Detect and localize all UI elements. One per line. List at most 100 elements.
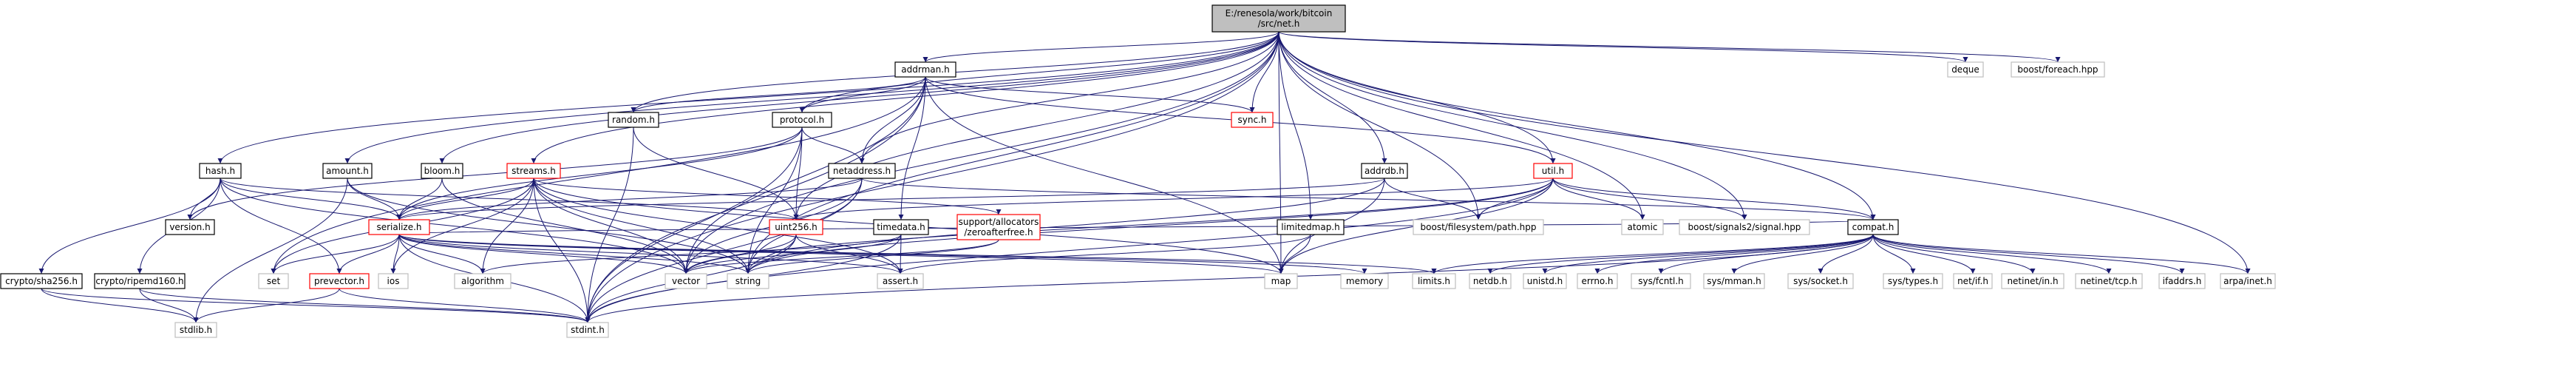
node-sync-box xyxy=(1231,112,1274,128)
node-netaddress[interactable]: netaddress.h xyxy=(828,163,896,179)
node-boost-fs-path-label: boost/filesystem/path.hpp xyxy=(1421,222,1537,232)
node-stdint-label: stdint.h xyxy=(571,325,605,335)
node-random[interactable]: random.h xyxy=(608,112,659,128)
edge-root-to-sync xyxy=(1249,31,1279,113)
edge-random-to-stdint xyxy=(585,127,634,323)
node-sync[interactable]: sync.h xyxy=(1231,112,1274,128)
node-amount[interactable]: amount.h xyxy=(322,163,373,179)
node-atomic-box xyxy=(1621,219,1664,235)
node-root-net-h[interactable]: E:/renesola/work/bitcoin/src/net.h xyxy=(1211,4,1346,33)
node-map-label: map xyxy=(1271,276,1291,286)
node-util-label: util.h xyxy=(1542,166,1564,176)
edge-crypto-ripemd160-to-stdint xyxy=(139,288,591,323)
node-limits[interactable]: limits.h xyxy=(1412,273,1456,289)
node-serialize[interactable]: serialize.h xyxy=(368,219,430,235)
node-sys-fcntl[interactable]: sys/fcntl.h xyxy=(1631,273,1691,289)
node-set[interactable]: set xyxy=(258,273,289,289)
edge-addrdb-to-boost-fs-path xyxy=(1384,178,1481,220)
node-timedata[interactable]: timedata.h xyxy=(873,219,929,235)
node-boost-foreach[interactable]: boost/foreach.hpp xyxy=(2011,61,2105,78)
node-boost-signals2[interactable]: boost/signals2/signal.hpp xyxy=(1679,219,1810,235)
edge-addrdb-to-string xyxy=(745,178,1385,274)
edge-serialize-to-algorithm xyxy=(398,234,486,274)
edge-protocol-to-serialize xyxy=(396,127,803,220)
node-assert[interactable]: assert.h xyxy=(877,273,924,289)
node-prevector[interactable]: prevector.h xyxy=(309,273,370,289)
node-util[interactable]: util.h xyxy=(1533,163,1573,179)
node-deque-label: deque xyxy=(1951,64,1979,75)
edge-hash-to-crypto-sha256 xyxy=(38,178,221,274)
node-amount-box xyxy=(322,163,373,179)
edge-util-to-vector xyxy=(683,178,1554,274)
node-map[interactable]: map xyxy=(1264,273,1298,289)
node-addrman[interactable]: addrman.h xyxy=(894,61,956,78)
node-set-box xyxy=(258,273,289,289)
node-arpa-inet[interactable]: arpa/inet.h xyxy=(2220,273,2276,289)
node-layer: E:/renesola/work/bitcoin/src/net.h deque b… xyxy=(0,4,2276,338)
edge-addrman-to-sync xyxy=(925,76,1255,113)
edge-support-alloc-1-to-vector xyxy=(683,239,999,274)
node-stdlib[interactable]: stdlib.h xyxy=(174,322,217,338)
node-crypto-sha256-label: crypto/sha256.h xyxy=(5,276,78,286)
edge-root-to-limitedmap xyxy=(1278,31,1314,220)
node-stdlib-box xyxy=(174,322,217,338)
node-sys-types[interactable]: sys/types.h xyxy=(1883,273,1943,289)
edge-protocol-to-string xyxy=(745,127,803,274)
node-netdb[interactable]: netdb.h xyxy=(1469,273,1512,289)
edge-root-to-addrdb xyxy=(1278,31,1387,164)
node-ifaddrs[interactable]: ifaddrs.h xyxy=(2158,273,2206,289)
node-unistd[interactable]: unistd.h xyxy=(1523,273,1567,289)
node-netinet-tcp[interactable]: netinet/tcp.h xyxy=(2075,273,2143,289)
edge-amount-to-stdlib xyxy=(193,178,348,323)
node-sys-socket[interactable]: sys/socket.h xyxy=(1787,273,1854,289)
edge-root-to-atomic xyxy=(1278,31,1645,220)
edge-root-to-hash xyxy=(217,31,1279,164)
node-hash[interactable]: hash.h xyxy=(199,163,242,179)
node-protocol-box xyxy=(772,112,832,128)
node-netinet-in[interactable]: netinet/in.h xyxy=(2001,273,2064,289)
node-errno[interactable]: errno.h xyxy=(1577,273,1618,289)
node-crypto-ripemd160[interactable]: crypto/ripemd160.h xyxy=(94,273,186,289)
node-addrdb[interactable]: addrdb.h xyxy=(1361,163,1408,179)
node-vector[interactable]: vector xyxy=(665,273,707,289)
node-ios[interactable]: ios xyxy=(378,273,409,289)
edge-timedata-to-assert xyxy=(897,234,903,274)
edge-streams-to-ios xyxy=(390,178,534,274)
node-net-if[interactable]: net/if.h xyxy=(1953,273,1993,289)
node-random-label: random.h xyxy=(612,115,655,125)
node-net-if-label: net/if.h xyxy=(1957,276,1988,286)
node-string[interactable]: string xyxy=(727,273,769,289)
edge-compat-to-sys-socket xyxy=(1818,234,1874,274)
node-algorithm[interactable]: algorithm xyxy=(454,273,512,289)
edge-crypto-sha256-to-stdlib xyxy=(41,288,199,323)
edge-protocol-to-uint256 xyxy=(793,127,803,220)
edge-root-to-addrman xyxy=(922,31,1279,63)
node-sys-mman[interactable]: sys/mman.h xyxy=(1703,273,1765,289)
node-protocol-label: protocol.h xyxy=(780,115,824,125)
node-limitedmap[interactable]: limitedmap.h xyxy=(1277,219,1345,235)
edge-root-to-uint256 xyxy=(793,31,1279,220)
node-netinet-in-label: netinet/in.h xyxy=(2007,276,2058,286)
edge-prevector-to-stdlib xyxy=(193,288,340,323)
edge-addrman-to-protocol xyxy=(799,76,926,113)
node-crypto-sha256[interactable]: crypto/sha256.h xyxy=(0,273,83,289)
node-bloom[interactable]: bloom.h xyxy=(421,163,463,179)
node-support-allocators-zeroafterfree[interactable]: support/allocators/zeroafterfree.h xyxy=(956,214,1041,240)
node-streams[interactable]: streams.h xyxy=(506,163,561,179)
node-uint256[interactable]: uint256.h xyxy=(769,219,823,235)
node-deque[interactable]: deque xyxy=(1947,61,1984,78)
node-boost-fs-path-box xyxy=(1413,219,1544,235)
node-boost-signals2-box xyxy=(1679,219,1810,235)
node-boost-fs-path[interactable]: boost/filesystem/path.hpp xyxy=(1413,219,1544,235)
node-stdint[interactable]: stdint.h xyxy=(566,322,609,338)
node-atomic[interactable]: atomic xyxy=(1621,219,1664,235)
node-protocol[interactable]: protocol.h xyxy=(772,112,832,128)
edge-amount-to-serialize xyxy=(347,178,402,220)
node-memory[interactable]: memory xyxy=(1340,273,1389,289)
edge-serialize-to-set xyxy=(271,234,400,274)
edge-serialize-to-limits xyxy=(398,234,1437,274)
node-netinet-in-box xyxy=(2001,273,2064,289)
node-compat[interactable]: compat.h xyxy=(1847,219,1899,235)
node-version[interactable]: version.h xyxy=(165,219,215,235)
